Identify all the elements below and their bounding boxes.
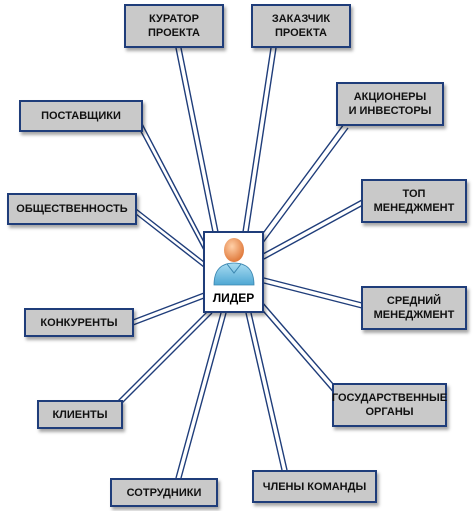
node-clients: КЛИЕНТЫ [37,400,123,429]
link-team [245,312,288,471]
link-mid [263,277,363,309]
link-government [257,301,341,396]
node-team-members: ЧЛЕНЫ КОМАНДЫ [252,470,377,503]
link-clients [115,309,213,407]
node-competitors: КОНКУРЕНТЫ [24,308,134,337]
link-top [262,199,364,260]
link-public [135,208,205,268]
node-suppliers: ПОСТАВЩИКИ [19,100,143,132]
person-icon [213,238,255,286]
link-curator [175,47,219,233]
leader-node: ЛИДЕР [203,231,264,313]
link-customer [242,47,277,233]
link-competitors [132,292,205,326]
node-staff: СОТРУДНИКИ [110,478,218,507]
link-suppliers [136,119,207,251]
link-staff [175,312,227,479]
leader-label: ЛИДЕР [212,291,255,305]
link-shareholders [257,123,349,245]
node-public: ОБЩЕСТВЕННОСТЬ [7,193,137,225]
